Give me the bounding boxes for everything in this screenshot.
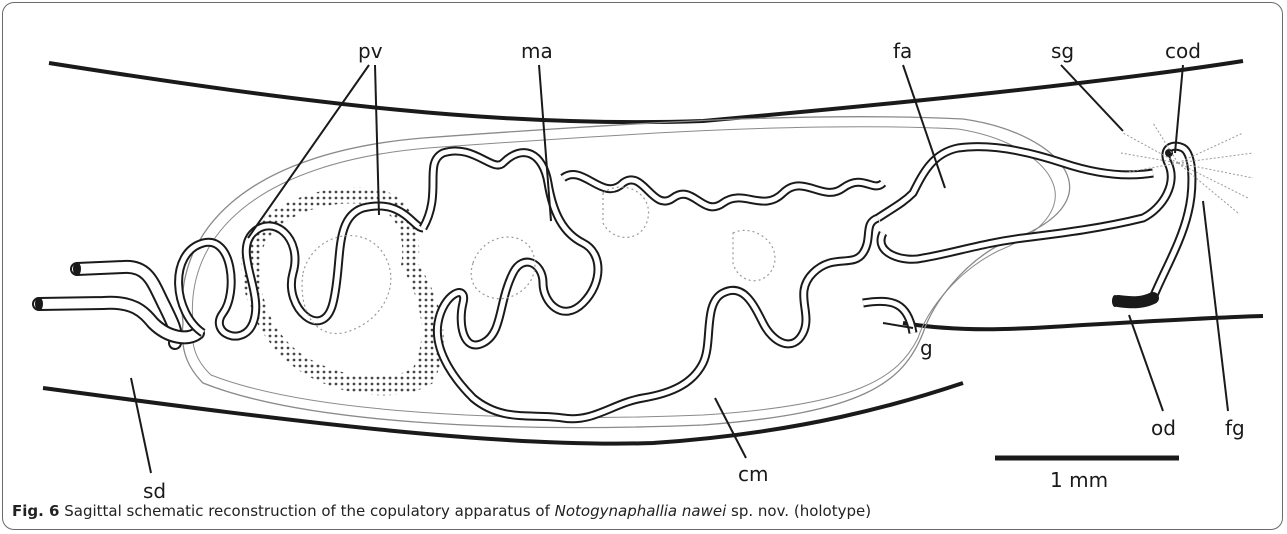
scale-bar-label: 1 mm <box>1050 468 1108 492</box>
label-fg: fg <box>1225 416 1245 440</box>
caption-text-before: Sagittal schematic reconstruction of the… <box>64 502 550 520</box>
label-cod: cod <box>1165 39 1201 63</box>
common-oviduct-dot <box>1165 149 1173 157</box>
figure-caption: Fig. 6 Sagittal schematic reconstruction… <box>12 502 871 520</box>
caption-species: Notogynaphallia nawei <box>555 502 727 520</box>
label-g: g <box>920 336 933 360</box>
sperm-duct-opening-lower <box>35 297 43 311</box>
male-atrium-folds <box>423 151 883 419</box>
caption-fig-label: Fig. 6 <box>12 502 59 520</box>
body-dorsal-outline <box>49 61 1243 122</box>
label-od: od <box>1151 416 1176 440</box>
label-ma: ma <box>521 39 553 63</box>
label-cm: cm <box>738 462 768 486</box>
female-canal-inner <box>878 147 1153 218</box>
label-sg: sg <box>1051 39 1074 63</box>
ventral-outline-right <box>903 316 1263 329</box>
label-fa: fa <box>893 39 912 63</box>
copulatory-apparatus-diagram: pv ma fa sg cod sd cm g od fg 1 mm <box>3 3 1283 503</box>
gonopore-canal <box>863 301 913 333</box>
sperm-duct-opening-upper <box>73 262 81 276</box>
oviduct-opening <box>1112 295 1118 307</box>
label-pv: pv <box>358 39 383 63</box>
oviduct <box>1118 298 1153 302</box>
caption-text-after: sp. nov. (holotype) <box>731 502 871 520</box>
label-sd: sd <box>143 479 166 503</box>
